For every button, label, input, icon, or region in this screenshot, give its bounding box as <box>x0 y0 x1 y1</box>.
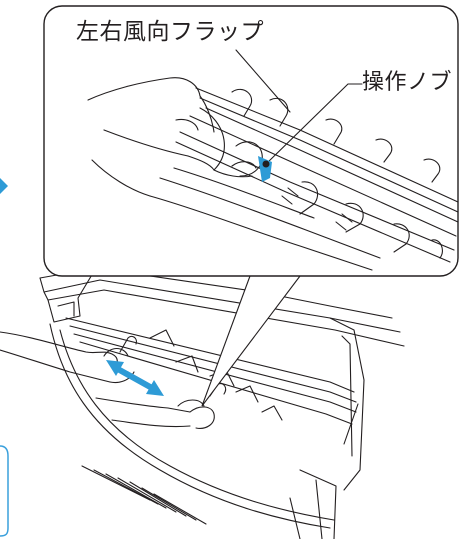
side-bracket <box>0 445 9 537</box>
callout-pointer <box>201 275 301 407</box>
zoomed-flap-drawing <box>87 49 459 271</box>
knob-label: 操作ノブ <box>362 70 453 95</box>
double-arrow-horizontal-icon <box>106 360 164 396</box>
triangle-pointer-icon <box>0 178 8 194</box>
flap-label: 左右風向フラップ <box>76 19 264 45</box>
aircon-body-drawing <box>0 267 405 539</box>
callout-box <box>43 5 459 277</box>
operation-knob-highlight <box>258 156 272 182</box>
